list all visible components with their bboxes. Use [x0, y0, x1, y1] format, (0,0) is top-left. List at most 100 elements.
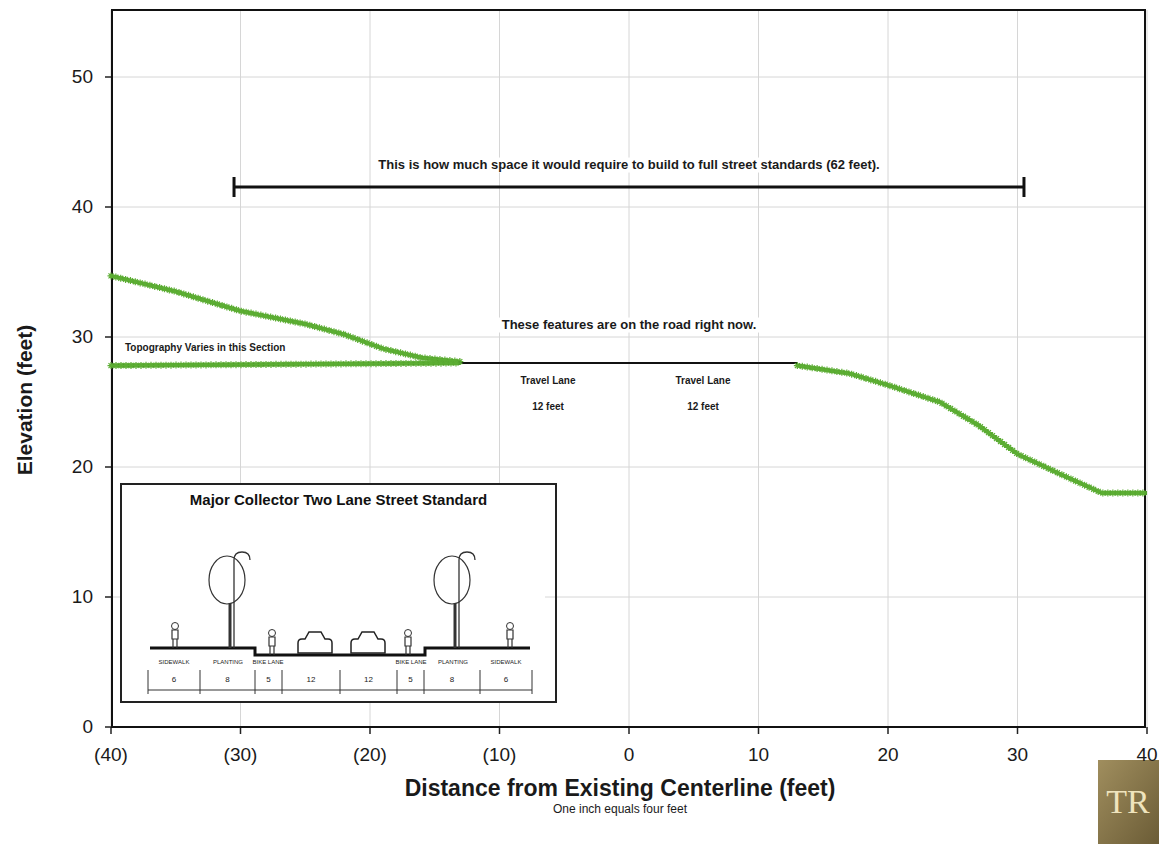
- terrain-line: [111, 276, 461, 362]
- terrain-marker: [132, 278, 139, 285]
- terrain-marker: [204, 298, 211, 305]
- terrain-marker: [853, 372, 860, 379]
- terrain-marker: [848, 371, 855, 378]
- terrain-marker: [397, 349, 404, 356]
- tick-mark: [105, 466, 112, 468]
- tick-mark: [1146, 727, 1148, 734]
- dimension-tick: [532, 670, 533, 694]
- x-tick-label: 30: [1007, 744, 1028, 766]
- terrain-marker: [387, 347, 394, 354]
- tick-mark: [105, 336, 112, 338]
- sketch-label: SIDEWALK: [491, 659, 522, 666]
- sketch-dimension: 5: [266, 675, 270, 684]
- terrain-marker: [146, 282, 153, 289]
- terrain-marker: [122, 276, 129, 283]
- terrain-marker: [209, 299, 216, 306]
- sketch-label: SIDEWALK: [159, 659, 190, 666]
- terrain-marker: [252, 311, 259, 318]
- terrain-marker: [112, 274, 119, 281]
- inset-title: Major Collector Two Lane Street Standard: [122, 485, 555, 508]
- terrain-marker: [185, 292, 192, 299]
- terrain-marker: [301, 320, 308, 327]
- person-head: [405, 630, 412, 637]
- terrain-marker: [1139, 490, 1146, 497]
- terrain-marker: [161, 285, 168, 292]
- person-head: [507, 623, 514, 630]
- tick-mark: [1017, 727, 1019, 734]
- grid-line: [112, 207, 1145, 208]
- annotation: Travel Lane: [520, 375, 575, 387]
- terrain-markers: [794, 362, 1147, 496]
- dimension-tick: [255, 670, 256, 694]
- terrain-marker: [292, 318, 299, 325]
- sketch-dimension: 12: [364, 675, 373, 684]
- dimension-bracket: [234, 177, 1024, 197]
- person-figure: [507, 630, 513, 648]
- y-tick-label: 30: [72, 326, 93, 348]
- terrain-marker: [287, 317, 294, 324]
- y-tick-label: 0: [82, 716, 93, 738]
- terrain-marker: [190, 293, 197, 300]
- tick-mark: [499, 727, 501, 734]
- sketch-dimension: 6: [504, 675, 508, 684]
- tick-mark: [240, 727, 242, 734]
- terrain-marker: [127, 277, 134, 284]
- grid-line: [112, 337, 1145, 338]
- terrain-marker: [262, 313, 269, 320]
- terrain-marker: [137, 279, 144, 286]
- terrain-marker: [176, 289, 183, 296]
- terrain-marker: [407, 352, 414, 359]
- terrain-marker: [243, 309, 250, 316]
- terrain-marker: [412, 353, 419, 360]
- annotation: Topography Varies in this Section: [125, 342, 285, 354]
- terrain-marker: [233, 306, 240, 313]
- sketch-dimension: 5: [408, 675, 412, 684]
- sketch-label: BIKE LANE: [395, 659, 426, 666]
- sketch-dimension: 8: [225, 675, 229, 684]
- x-tick-label: (30): [224, 744, 258, 766]
- tick-mark: [105, 726, 112, 728]
- grid-line: [1147, 10, 1148, 727]
- terrain-marker: [277, 316, 284, 323]
- axis-title: Elevation (feet): [13, 325, 37, 476]
- terrain-marker: [180, 290, 187, 297]
- terrain-marker: [402, 350, 409, 357]
- street-light: [459, 552, 475, 648]
- terrain-marker: [378, 345, 385, 352]
- terrain-marker: [382, 346, 389, 353]
- inset-ground: [120, 483, 545, 703]
- terrain-marker: [326, 327, 333, 334]
- y-tick-label: 20: [72, 456, 93, 478]
- axis-title: One inch equals four feet: [553, 803, 687, 817]
- terrain-marker: [306, 322, 313, 329]
- car: [298, 632, 332, 653]
- annotation: 12 feet: [532, 401, 564, 413]
- grid-line: [629, 10, 630, 727]
- logo-tile: [1098, 760, 1159, 844]
- terrain-marker: [142, 281, 149, 288]
- sketch-dimension: 8: [450, 675, 454, 684]
- terrain-marker: [867, 376, 874, 383]
- terrain-marker: [171, 288, 178, 295]
- terrain-marker: [843, 370, 850, 377]
- y-tick-label: 50: [72, 66, 93, 88]
- tree-trunk: [454, 598, 457, 648]
- terrain-line: [797, 366, 1147, 493]
- street-standard-sketch: [120, 483, 545, 703]
- terrain-marker: [452, 360, 459, 367]
- grid-line: [112, 77, 1145, 78]
- car: [351, 632, 385, 653]
- tree-trunk: [229, 598, 232, 648]
- sketch-dimension: 12: [307, 675, 316, 684]
- terrain-marker: [297, 319, 304, 326]
- street-light: [234, 552, 250, 648]
- inset-box: Major Collector Two Lane Street Standard: [120, 483, 557, 703]
- person-figure: [172, 630, 178, 648]
- terrain-marker: [877, 379, 884, 386]
- terrain-marker: [863, 375, 870, 382]
- terrain-marker: [108, 272, 115, 279]
- grid-line: [112, 467, 1145, 468]
- plot-frame: [112, 10, 1145, 727]
- axis-title: Distance from Existing Centerline (feet): [405, 775, 836, 801]
- terrain-marker: [117, 275, 124, 282]
